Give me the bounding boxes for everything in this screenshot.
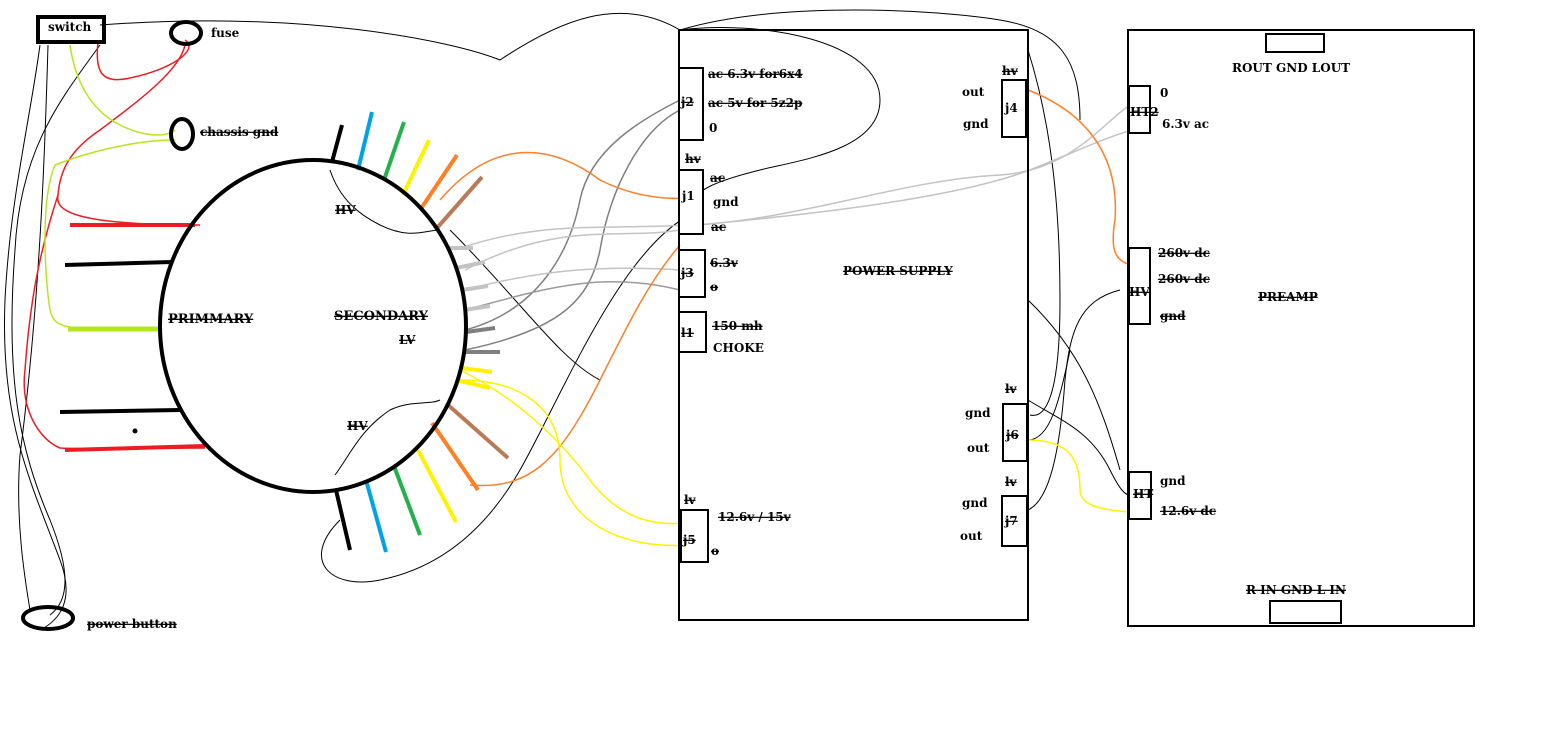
yellow-wires (459, 369, 1131, 547)
fuse-label: fuse (211, 26, 240, 40)
j5-pin-1: 12.6v / 15v (718, 510, 792, 524)
l1-line-2: CHOKE (713, 341, 764, 355)
preamp-input-jack[interactable] (1269, 600, 1342, 624)
fuse-holder (169, 20, 203, 46)
j7-header: lv (1005, 475, 1018, 489)
ht-pin-1: gnd (1160, 474, 1186, 488)
j2-id: j2 (680, 95, 694, 109)
j7-pin-1: gnd (962, 496, 988, 510)
secondary-label: SECONDARY (334, 309, 429, 324)
choke-l1[interactable] (678, 311, 707, 353)
connector-ht[interactable] (1128, 471, 1152, 520)
l1-id: l1 (681, 326, 694, 340)
hv-top-label: HV (335, 203, 356, 217)
power-button[interactable] (21, 605, 75, 631)
primary-label: PRIMMARY (168, 312, 254, 327)
ht2-pin-1: 0 (1160, 86, 1168, 100)
l1-line-1: 150 mh (712, 319, 763, 333)
gray-wires (454, 99, 1141, 351)
ht2-id: HT2 (1130, 105, 1159, 119)
j3-id: j3 (680, 266, 694, 280)
hv-pin-1: 260v dc (1158, 246, 1210, 260)
connector-j6[interactable] (1002, 403, 1028, 462)
j3-pin-2: o (710, 280, 718, 294)
yellow-green-wires (44, 44, 176, 330)
j4-pin-2: gnd (963, 117, 989, 131)
j6-header: lv (1005, 382, 1018, 396)
switch-label: switch (48, 20, 91, 34)
j7-id: j7 (1004, 514, 1018, 528)
j2-pin-2: ac 5v for 5z2p (708, 96, 802, 110)
j1-header: hv (685, 152, 702, 166)
connector-hv[interactable] (1128, 247, 1151, 325)
switch-box[interactable] (36, 15, 106, 44)
lv-taps (448, 246, 500, 390)
secondary-leads-bottom (334, 402, 510, 553)
j7-pin-2: out (960, 529, 983, 543)
j2-pin-1: ac 6.3v for6x4 (708, 67, 803, 81)
lv-label: LV (399, 333, 416, 347)
ht-pin-2: 12.6v dc (1160, 504, 1216, 518)
transformer-toroid (158, 158, 468, 494)
j4-id: j4 (1004, 101, 1018, 115)
ht2-pin-2: 6.3v ac (1162, 117, 1209, 131)
hv-id: HV (1129, 285, 1150, 299)
preamp-title: PREAMP (1258, 290, 1318, 304)
connector-ht2[interactable] (1128, 85, 1151, 134)
j1-pin-1: ac (710, 171, 725, 185)
preamp-input-label: R IN GND L IN (1246, 583, 1346, 597)
primary-leads (59, 223, 206, 452)
secondary-leads-top (330, 111, 484, 230)
j5-header: lv (684, 493, 697, 507)
j4-header: hv (1002, 64, 1019, 78)
connector-j1[interactable] (678, 169, 704, 235)
power-supply-title: POWER SUPPLY (843, 264, 953, 278)
power-button-label: power button (87, 617, 177, 631)
chassis-gnd-lug (169, 117, 195, 151)
primary-dot (132, 428, 138, 434)
connector-j3[interactable] (678, 249, 706, 298)
hv-pin-2: 260v dc (1158, 272, 1210, 286)
chassis-gnd-label: chassis gnd (200, 125, 279, 139)
preamp-board (1127, 29, 1475, 627)
preamp-output-label: ROUT GND LOUT (1232, 61, 1350, 75)
connector-j7[interactable] (1001, 495, 1028, 547)
ht-id: HT (1133, 487, 1153, 501)
j1-pin-2: gnd (713, 195, 739, 209)
j5-pin-2: o (711, 544, 719, 558)
orange-wires (439, 89, 1131, 487)
preamp-output-jack[interactable] (1265, 33, 1325, 53)
j1-pin-3: ac (711, 220, 726, 234)
j5-id: j5 (682, 533, 696, 547)
hv-pin-3: gnd (1160, 309, 1186, 323)
outline-wires (3, 9, 1131, 631)
j4-pin-1: out (962, 85, 985, 99)
hv-bottom-label: HV (347, 419, 368, 433)
connector-j4[interactable] (1001, 79, 1027, 138)
j1-id: j1 (681, 189, 695, 203)
connector-j5[interactable] (680, 509, 709, 563)
j2-pin-3: 0 (709, 121, 717, 135)
j6-pin-2: out (967, 441, 990, 455)
j6-id: j6 (1005, 428, 1019, 442)
connector-j2[interactable] (678, 67, 704, 141)
j3-pin-1: 6.3v (710, 256, 739, 270)
j6-pin-1: gnd (965, 406, 991, 420)
